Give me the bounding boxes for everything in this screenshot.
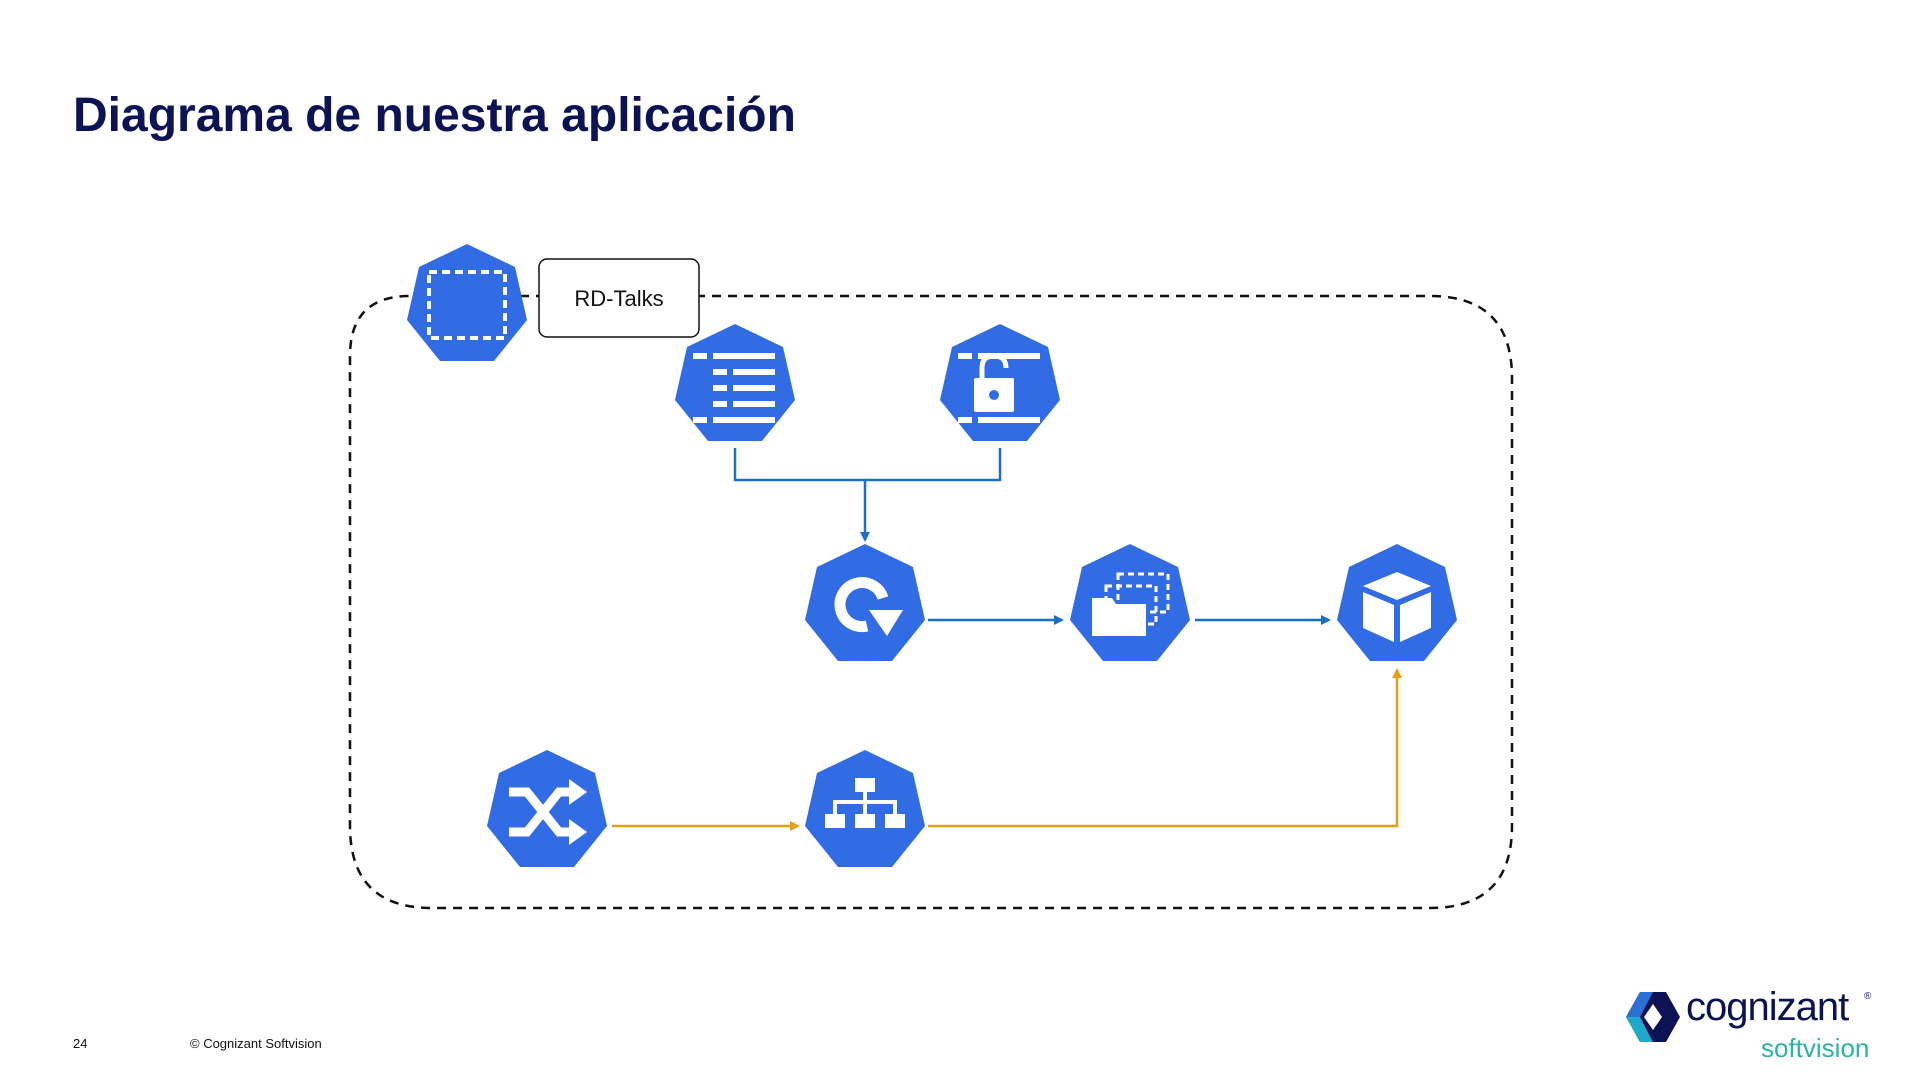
cognizant-logo: cognizant ® softvision — [1626, 985, 1876, 1063]
logo-trademark-icon: ® — [1864, 991, 1872, 1002]
service-icon — [825, 778, 905, 828]
page-number: 24 — [73, 1036, 88, 1051]
configmap-icon — [693, 353, 775, 423]
deployment-node — [805, 544, 925, 661]
ingress-icon — [509, 779, 587, 845]
connector-secret-deployment — [865, 448, 1002, 482]
secret-node — [940, 324, 1060, 441]
ingress-node — [487, 750, 607, 867]
secret-icon — [958, 353, 1040, 423]
namespace-label: RD-Talks — [574, 286, 663, 311]
deployment-icon — [834, 577, 903, 636]
copyright: © Cognizant Softvision — [190, 1036, 322, 1051]
page-title: Diagrama de nuestra aplicación — [73, 89, 796, 142]
pod-node — [1337, 544, 1457, 661]
replicaset-icon — [1092, 572, 1170, 636]
logo-sub: softvision — [1761, 1033, 1870, 1063]
configmap-node — [675, 324, 795, 441]
pod-icon — [1363, 572, 1431, 642]
cognizant-mark-icon — [1626, 992, 1680, 1042]
service-node — [805, 750, 925, 867]
namespace-boundary — [348, 294, 1514, 910]
namespace-icon — [427, 270, 507, 340]
namespace-node — [407, 244, 527, 361]
namespace-label-box: RD-Talks — [538, 258, 700, 338]
replicaset-node — [1070, 544, 1190, 661]
logo-brand: cognizant — [1686, 985, 1849, 1029]
connector-configmap-deployment — [733, 448, 870, 542]
connector-service-pod — [928, 668, 1402, 828]
